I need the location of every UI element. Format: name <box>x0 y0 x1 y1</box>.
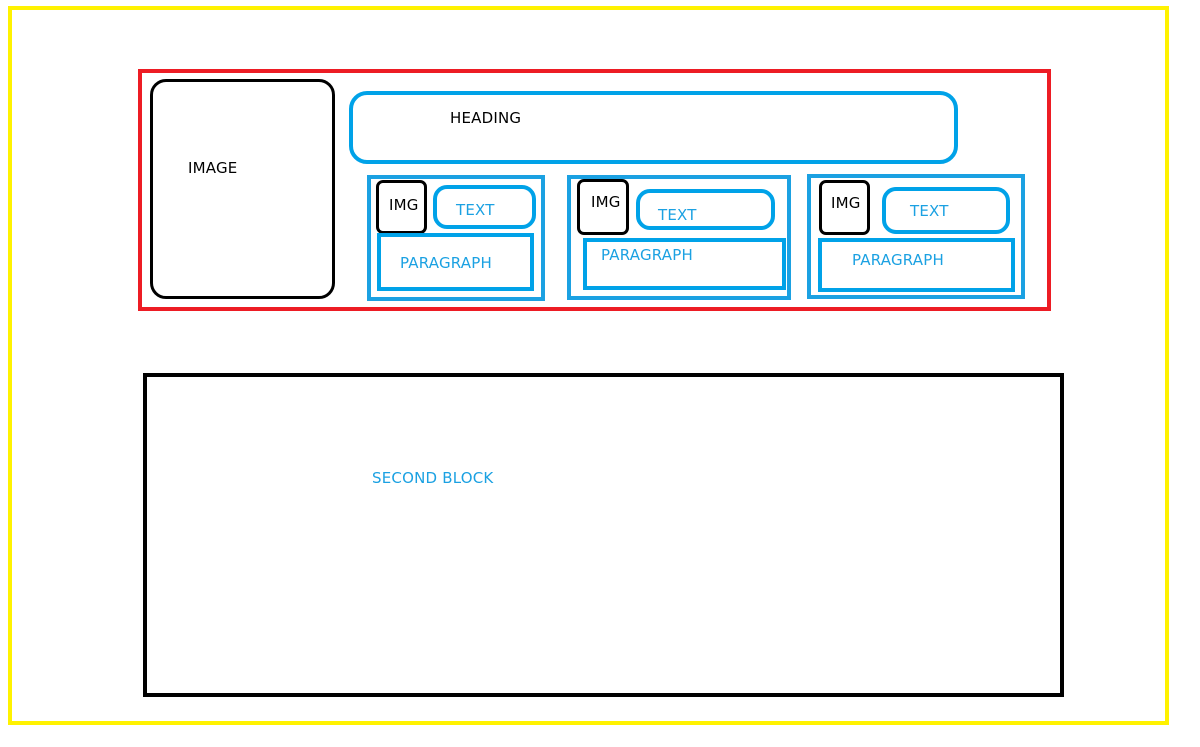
card-2-paragraph-box <box>583 238 786 290</box>
card-1-img-placeholder <box>376 180 427 234</box>
card-1-paragraph-box <box>377 233 534 291</box>
card-3 <box>807 174 1025 299</box>
page-frame <box>8 6 1169 725</box>
card-2-text-label: TEXT <box>658 206 697 224</box>
card-1-text-box <box>433 185 536 229</box>
card-3-text-box <box>882 187 1010 234</box>
card-3-img-placeholder <box>819 180 870 235</box>
card-3-paragraph-box <box>818 238 1015 292</box>
card-2-img-label: IMG <box>591 193 621 211</box>
card-2-img-placeholder <box>577 179 629 235</box>
main-image-label: IMAGE <box>188 159 238 177</box>
card-1-img-label: IMG <box>389 196 419 214</box>
card-2-text-box <box>636 189 775 230</box>
card-3-text-label: TEXT <box>910 202 949 220</box>
heading-label: HEADING <box>450 109 522 127</box>
second-block <box>143 373 1064 697</box>
heading-box <box>349 91 958 164</box>
main-image-placeholder <box>150 79 335 299</box>
card-1-text-label: TEXT <box>456 201 495 219</box>
second-block-label: SECOND BLOCK <box>372 469 494 487</box>
card-2 <box>567 175 791 300</box>
card-3-paragraph-label: PARAGRAPH <box>852 251 944 269</box>
first-block <box>138 69 1051 311</box>
card-3-img-label: IMG <box>831 194 861 212</box>
card-2-paragraph-label: PARAGRAPH <box>601 246 693 264</box>
card-1 <box>367 175 545 301</box>
card-1-paragraph-label: PARAGRAPH <box>400 254 492 272</box>
